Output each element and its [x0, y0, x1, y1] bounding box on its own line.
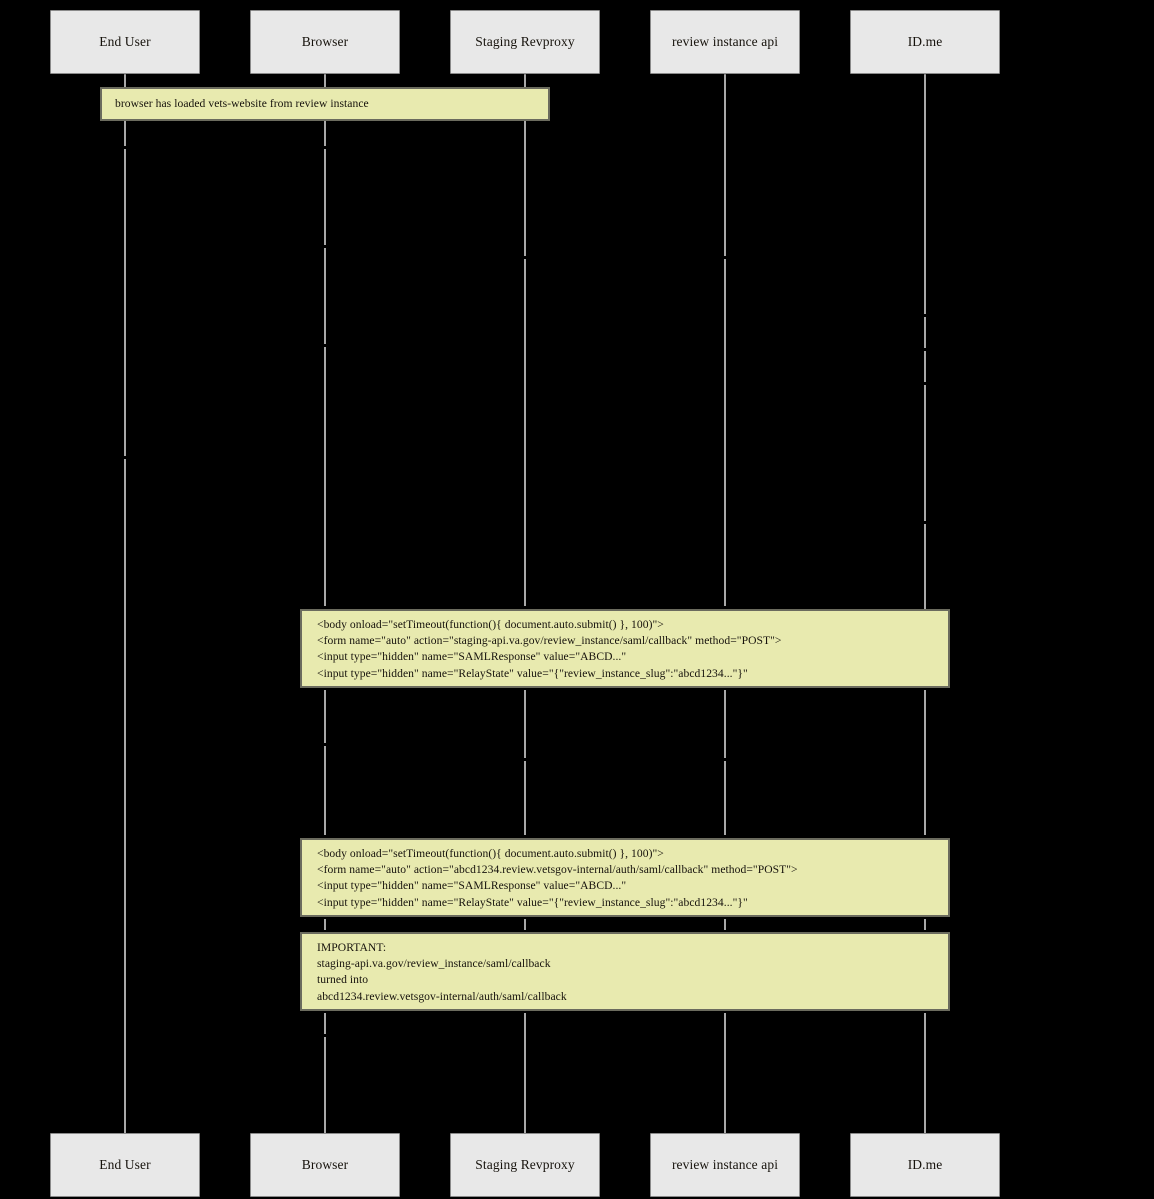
- participant-header-staging-revproxy[interactable]: Staging Revproxy: [450, 10, 600, 74]
- note-line: IMPORTANT:: [317, 941, 387, 954]
- participant-header-id-me[interactable]: ID.me: [850, 10, 1000, 74]
- note-line: staging-api.va.gov/review_instance/saml/…: [317, 957, 551, 971]
- participant-footer-id-me[interactable]: ID.me: [850, 1133, 1000, 1197]
- participant-footer-end-user[interactable]: End User: [50, 1133, 200, 1197]
- lifeline-end-user: [124, 149, 126, 456]
- participant-label: Browser: [301, 33, 349, 49]
- note-important-rewrite: IMPORTANT: staging-api.va.gov/review_ins…: [300, 932, 950, 1011]
- lifeline-end-user: [124, 459, 126, 1133]
- note-line: browser has loaded vets-website from rev…: [115, 97, 369, 110]
- participant-label: Staging Revproxy: [475, 1156, 575, 1172]
- lifeline-browser: [324, 1013, 326, 1034]
- participant-footer-review-instance-api[interactable]: review instance api: [650, 1133, 800, 1197]
- note-line: <input type="hidden" name="SAMLResponse"…: [317, 879, 627, 893]
- lifeline-review-instance-api: [724, 259, 726, 606]
- lifeline-staging-revproxy: [524, 259, 526, 606]
- note-saml-post-review-instance: <body onload="setTimeout(function(){ doc…: [300, 838, 950, 917]
- participant-header-browser[interactable]: Browser: [250, 10, 400, 74]
- participant-label: End User: [99, 33, 151, 49]
- participant-label: ID.me: [907, 33, 943, 49]
- lifeline-browser: [324, 746, 326, 835]
- participant-footer-browser[interactable]: Browser: [250, 1133, 400, 1197]
- lifeline-id-me: [924, 690, 926, 835]
- participant-label: Staging Revproxy: [475, 33, 575, 49]
- lifeline-id-me: [924, 317, 926, 348]
- lifeline-staging-revproxy: [524, 919, 526, 930]
- note-saml-post-staging-api: <body onload="setTimeout(function(){ doc…: [300, 609, 950, 688]
- lifeline-id-me: [924, 351, 926, 382]
- participant-label: Browser: [301, 1156, 349, 1172]
- participant-footer-staging-revproxy[interactable]: Staging Revproxy: [450, 1133, 600, 1197]
- lifeline-browser: [324, 248, 326, 344]
- lifeline-id-me: [924, 524, 926, 609]
- note-line: turned into: [317, 973, 369, 987]
- note-line: <form name="auto" action="staging-api.va…: [317, 634, 782, 648]
- note-line: <body onload="setTimeout(function(){ doc…: [317, 618, 664, 631]
- note-line: <input type="hidden" name="RelayState" v…: [317, 666, 748, 680]
- lifeline-staging-revproxy: [524, 74, 526, 256]
- note-line: <body onload="setTimeout(function(){ doc…: [317, 847, 664, 860]
- lifeline-staging-revproxy: [524, 761, 526, 835]
- participant-label: review instance api: [671, 1156, 779, 1172]
- lifeline-review-instance-api: [724, 690, 726, 758]
- lifeline-browser: [324, 347, 326, 606]
- lifeline-staging-revproxy: [524, 1013, 526, 1133]
- note-browser-loaded: browser has loaded vets-website from rev…: [100, 87, 550, 121]
- lifeline-id-me: [924, 74, 926, 314]
- note-line: abcd1234.review.vetsgov-internal/auth/sa…: [317, 989, 567, 1003]
- lifeline-id-me: [924, 385, 926, 521]
- participant-header-review-instance-api[interactable]: review instance api: [650, 10, 800, 74]
- lifeline-browser: [324, 919, 326, 930]
- lifeline-browser: [324, 149, 326, 245]
- lifeline-id-me: [924, 1013, 926, 1133]
- lifeline-review-instance-api: [724, 74, 726, 256]
- note-line: <form name="auto" action="abcd1234.revie…: [317, 863, 798, 877]
- participant-header-end-user[interactable]: End User: [50, 10, 200, 74]
- lifeline-browser: [324, 1037, 326, 1133]
- participant-label: End User: [99, 1156, 151, 1172]
- lifeline-id-me: [924, 919, 926, 930]
- lifeline-staging-revproxy: [524, 690, 526, 758]
- note-line: <input type="hidden" name="SAMLResponse"…: [317, 650, 627, 664]
- lifeline-browser: [324, 690, 326, 743]
- participant-label: ID.me: [907, 1156, 943, 1172]
- lifeline-review-instance-api: [724, 761, 726, 835]
- lifeline-review-instance-api: [724, 919, 726, 930]
- note-line: <input type="hidden" name="RelayState" v…: [317, 895, 748, 909]
- lifeline-review-instance-api: [724, 1013, 726, 1133]
- participant-label: review instance api: [671, 33, 779, 49]
